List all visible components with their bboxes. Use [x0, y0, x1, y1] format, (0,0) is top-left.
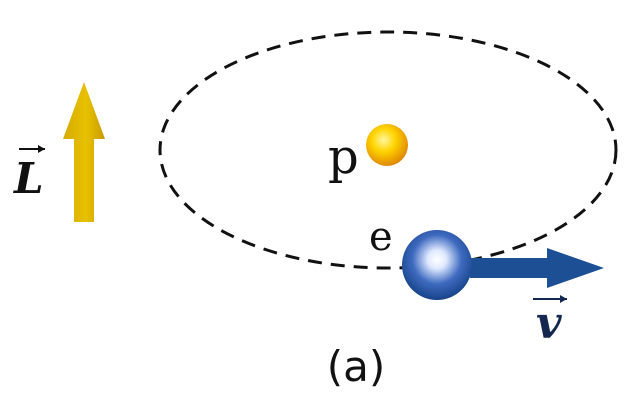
up-arrow-icon: [63, 82, 105, 222]
electron-label: e: [369, 214, 393, 260]
velocity-label-group: v: [533, 295, 567, 349]
orbit-path: [158, 30, 618, 270]
angular-momentum-arrow: [63, 82, 105, 222]
velocity-arrow: [470, 248, 604, 288]
velocity-label: v: [536, 298, 562, 349]
caption-label: (a): [327, 342, 386, 391]
right-arrow-overline-icon: [19, 145, 45, 153]
electron-sphere: [402, 230, 472, 300]
angular-momentum-label-group: L: [13, 145, 45, 203]
proton-sphere: [366, 124, 408, 166]
proton-label: p: [328, 129, 359, 185]
right-arrow-icon: [470, 248, 604, 288]
right-arrow-overline-icon: [533, 295, 567, 303]
angular-momentum-label: L: [13, 154, 44, 203]
